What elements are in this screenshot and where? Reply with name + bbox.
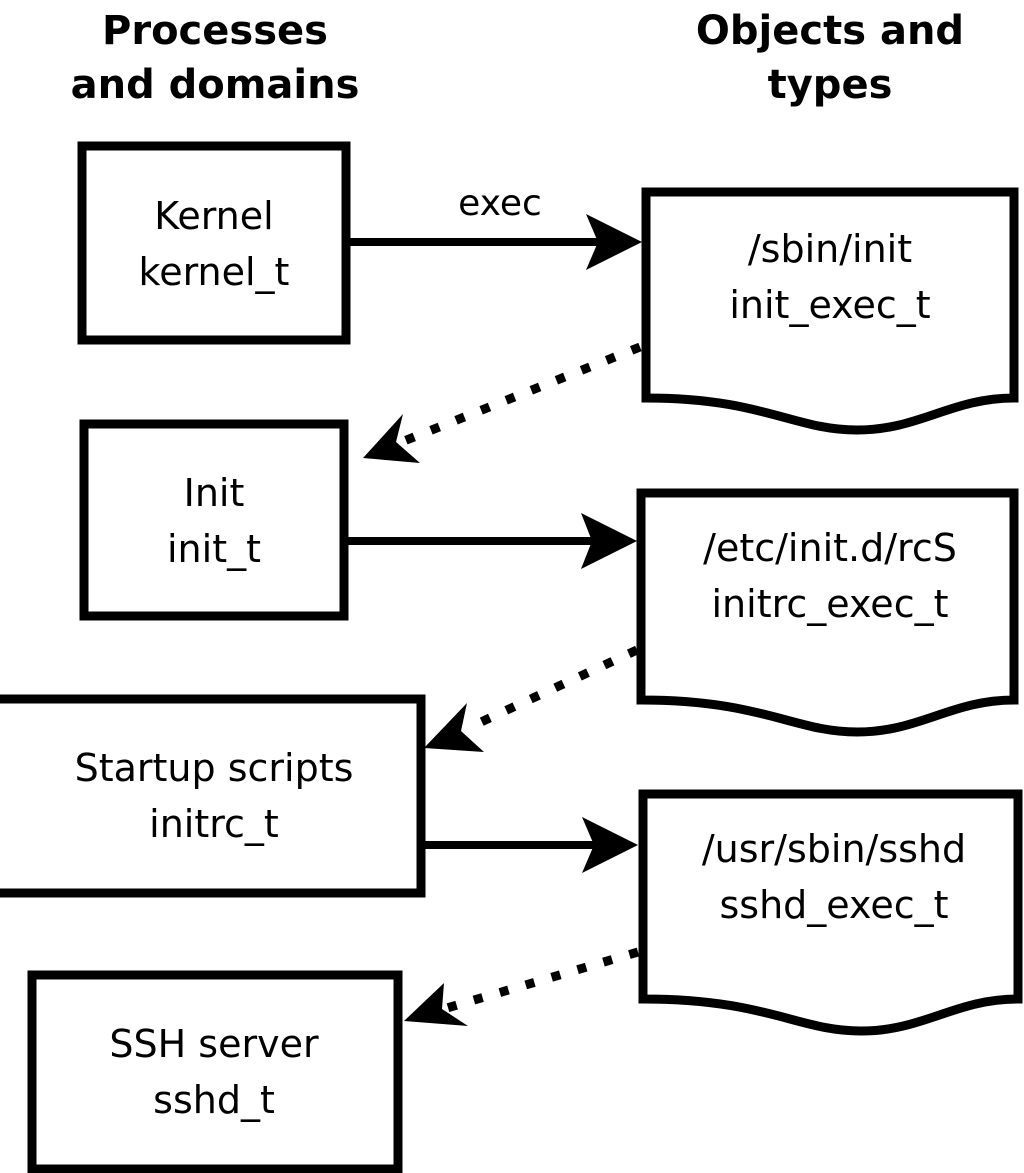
arrowhead xyxy=(581,513,637,569)
object-node-init_exec[interactable]: /sbin/init init_exec_t xyxy=(641,187,1019,435)
process-node-initrc-type: initrc_t xyxy=(149,802,279,846)
process-node-kernel-box[interactable] xyxy=(77,141,351,345)
edge-initrc_exec-transition-initrc xyxy=(424,645,639,752)
right-column-header: Objects and types xyxy=(696,8,964,108)
edge-line xyxy=(402,342,642,446)
object-node-initrc_exec-document-shape[interactable] xyxy=(636,488,1019,737)
object-node-init_exec-document-shape[interactable] xyxy=(641,187,1019,435)
object-node-initrc_exec-type: initrc_exec_t xyxy=(712,582,949,626)
edge-line xyxy=(466,645,639,733)
process-node-kernel-type: kernel_t xyxy=(139,250,290,294)
arrowhead xyxy=(582,817,638,873)
process-node-init-box[interactable] xyxy=(79,419,349,621)
arrowhead xyxy=(586,214,642,270)
object-node-sshd_exec-path: /usr/sbin/sshd xyxy=(702,827,966,871)
process-node-kernel[interactable]: Kernel kernel_t xyxy=(77,141,351,345)
process-node-initrc[interactable]: Startup scripts initrc_t xyxy=(0,694,426,898)
arrowhead xyxy=(363,414,420,463)
process-node-sshd-name: SSH server xyxy=(109,1022,319,1066)
arrowhead xyxy=(424,703,484,752)
left-column-header-line2: and domains xyxy=(71,62,360,108)
process-node-sshd[interactable]: SSH server sshd_t xyxy=(27,970,403,1173)
object-node-sshd_exec[interactable]: /usr/sbin/sshd sshd_exec_t xyxy=(638,789,1023,1036)
edge-initrc-exec-sshd_exec xyxy=(425,817,638,873)
edge-kernel-exec-init_exec: exec xyxy=(350,183,642,270)
process-node-init-type: init_t xyxy=(167,527,261,571)
object-node-sshd_exec-type: sshd_exec_t xyxy=(719,883,948,927)
process-node-init[interactable]: Init init_t xyxy=(79,419,349,621)
arrowhead xyxy=(404,983,468,1026)
edge-label-exec: exec xyxy=(458,183,542,224)
process-node-kernel-name: Kernel xyxy=(154,194,273,238)
edge-init-exec-initrc_exec xyxy=(348,513,637,569)
edge-init_exec-transition-init xyxy=(363,342,642,463)
process-node-init-name: Init xyxy=(184,471,245,515)
process-node-initrc-name: Startup scripts xyxy=(75,746,354,790)
process-node-initrc-box[interactable] xyxy=(0,694,426,898)
edge-sshd_exec-transition-sshd xyxy=(404,947,640,1026)
right-column-header-line1: Objects and xyxy=(696,8,964,54)
object-node-initrc_exec[interactable]: /etc/init.d/rcS initrc_exec_t xyxy=(636,488,1019,737)
object-node-initrc_exec-path: /etc/init.d/rcS xyxy=(703,526,957,570)
object-node-init_exec-type: init_exec_t xyxy=(729,283,930,327)
object-node-sshd_exec-document-shape[interactable] xyxy=(638,789,1023,1036)
process-node-sshd-box[interactable] xyxy=(27,970,403,1173)
object-node-init_exec-path: /sbin/init xyxy=(748,227,912,271)
left-column-header: Processes and domains xyxy=(71,8,360,108)
left-column-header-line1: Processes xyxy=(102,8,328,54)
process-node-sshd-type: sshd_t xyxy=(153,1078,275,1122)
edge-line xyxy=(445,947,640,1013)
right-column-header-line2: types xyxy=(768,62,893,108)
